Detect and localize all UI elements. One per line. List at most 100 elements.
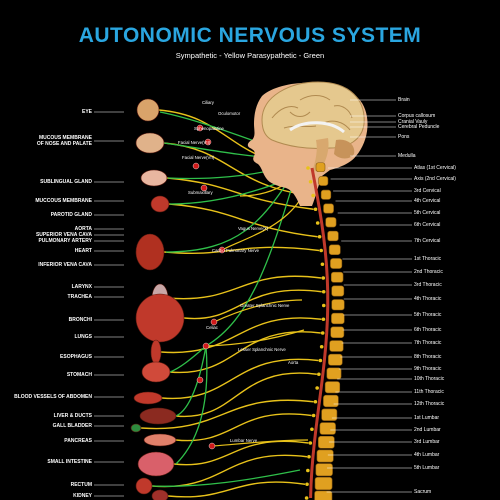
organ-label-blood-vessels-of-abdomen: BLOOD VESSELS OF ABDOMEN bbox=[14, 394, 92, 400]
brain-label-medulla: Medulla bbox=[398, 153, 416, 159]
liver-icon bbox=[139, 407, 177, 425]
vertebra-label-6th-thoracic: 6th Thoracic bbox=[414, 327, 442, 333]
vertebra bbox=[330, 271, 344, 283]
organ-label-superior-vena-cava: SUPERIOR VENA CAVA bbox=[35, 232, 92, 238]
nerve-label-facial-nerve-vii-4: Facial Nerve(VII) bbox=[182, 155, 215, 160]
parasympathetic-nerve bbox=[175, 345, 208, 465]
eye-icon bbox=[136, 98, 160, 122]
vertebra bbox=[328, 244, 341, 256]
sympathetic-nerve bbox=[183, 289, 322, 320]
nerve-label-lesser-splanchnic-nerve-10: Lesser Splanchnic Nerve bbox=[238, 347, 286, 352]
sympathetic-ganglion bbox=[310, 427, 314, 432]
sympathetic-ganglion bbox=[321, 289, 326, 294]
vertebra-label-4th-cervical: 4th Cervical bbox=[414, 198, 441, 204]
brain-label-cerebral-peduncle: Cerebral Peduncle bbox=[398, 124, 440, 130]
sympathetic-ganglion bbox=[315, 386, 319, 390]
brain-label-corpus-callosum: Corpus callosum bbox=[398, 113, 436, 119]
heart-icon bbox=[135, 233, 165, 271]
sympathetic-ganglion bbox=[313, 207, 318, 212]
vertebra bbox=[315, 463, 333, 477]
vertebra-label-10th-thoracic: 10th Thoracic bbox=[414, 376, 445, 382]
spinal-column bbox=[304, 162, 345, 500]
nose-palate-icon bbox=[135, 132, 165, 154]
vertebra-label-7th-thoracic: 7th Thoracic bbox=[414, 340, 442, 346]
vertebra bbox=[323, 394, 339, 408]
organ-label-muccous-membrane: MUCCOUS MEMBRANE bbox=[35, 198, 92, 204]
sympathetic-ganglion bbox=[317, 372, 321, 377]
organ-label-pancreas: PANCREAS bbox=[64, 438, 92, 444]
sympathetic-nerve bbox=[205, 329, 305, 347]
sympathetic-ganglion bbox=[313, 399, 318, 404]
vertebra bbox=[324, 381, 341, 394]
corpus-callosum bbox=[289, 121, 345, 134]
vertebra-label-sacrum: Sacrum bbox=[414, 489, 432, 495]
sympathetic-ganglion bbox=[320, 331, 325, 335]
nerve-label-sphenopalatine-2: Sphenopalatine bbox=[194, 126, 224, 131]
organ-label-pulmonary-artery: PULMONARY ARTERY bbox=[38, 238, 92, 244]
organ-label-mucous-membrane-of-nose-and-palate: MUCOUS MEMBRANE OF NOSE AND PALATE bbox=[36, 135, 92, 147]
vertebra bbox=[315, 162, 326, 173]
esophagus-icon bbox=[150, 339, 162, 365]
parasympathetic-nerve bbox=[169, 345, 207, 373]
vertebra-label-9th-thoracic: 9th Thoracic bbox=[414, 366, 442, 372]
sympathetic-ganglion bbox=[305, 482, 309, 487]
rectum-icon bbox=[135, 477, 153, 495]
ganglia bbox=[192, 124, 226, 450]
vertebra-label-1st-thoracic: 1st Thoracic bbox=[414, 256, 442, 262]
nerve-label-facial-nerve-vii-3: Facial Nerve(VII) bbox=[178, 140, 211, 145]
organ-label-larynx: LARYNX bbox=[71, 284, 92, 290]
ganglion bbox=[202, 342, 210, 350]
parasympathetic-nerve bbox=[175, 345, 207, 417]
sympathetic-nerve bbox=[168, 203, 318, 238]
organ-label-parotid-gland: PAROTID GLAND bbox=[50, 212, 92, 218]
vertebra-label-8th-thoracic: 8th Thoracic bbox=[414, 354, 442, 360]
vertebra bbox=[320, 189, 332, 200]
sympathetic-ganglion bbox=[319, 248, 323, 253]
sympathetic-ganglion bbox=[306, 166, 310, 170]
nerve-network bbox=[140, 109, 322, 498]
vertebra bbox=[326, 367, 342, 380]
sympathetic-nerve bbox=[175, 413, 312, 442]
parotid-gland-icon bbox=[150, 195, 170, 213]
sublingual-gland-icon bbox=[140, 169, 168, 187]
organ-label-sublingual-gland: SUBLINGUAL GLAND bbox=[40, 179, 92, 185]
nerve-label-submaxillary-5: Submaxillary bbox=[188, 190, 213, 195]
organ-label-stomach: STOMACH bbox=[66, 372, 92, 378]
organ-label-lungs: LUNGS bbox=[74, 334, 93, 340]
vertebra-label-7th-cervical: 7th Cervical bbox=[414, 238, 441, 244]
vertebra-label-3rd-thoracic: 3rd Thoracic bbox=[414, 282, 442, 288]
vertebra bbox=[330, 258, 343, 269]
vertebra bbox=[325, 217, 337, 228]
vertebra bbox=[316, 449, 334, 463]
brain-label-pons: Pons bbox=[398, 134, 410, 140]
cerebellum bbox=[334, 139, 355, 159]
sympathetic-ganglion bbox=[311, 413, 316, 418]
organ-icons bbox=[130, 98, 185, 500]
lungs-icon bbox=[135, 293, 185, 343]
nerve-label-celiac-9: Celiac bbox=[206, 325, 218, 330]
vertebra bbox=[331, 299, 345, 311]
vertebra-label-3rd-cervical: 3rd Cervical bbox=[414, 188, 441, 194]
organ-label-aorta: AORTA bbox=[74, 226, 92, 232]
vertebra-label-axis-2nd-cervical: Axis (2nd Cervical) bbox=[414, 176, 456, 182]
vertebra bbox=[331, 312, 345, 325]
poster-subtitle: Sympathetic - Yellow Parasypathetic - Gr… bbox=[175, 51, 325, 60]
sympathetic-ganglion bbox=[306, 468, 310, 473]
vertebra-label-5th-lumbar: 5th Lumbar bbox=[414, 465, 440, 471]
ganglion bbox=[218, 246, 226, 254]
nerve-label-greater-splanchnic-nerve-8: Greater Splanchnic Nerve bbox=[240, 303, 290, 308]
organ-label-bronchi: BRONCHI bbox=[68, 317, 92, 323]
sympathetic-ganglion bbox=[304, 496, 309, 500]
vertebra-label-2nd-lumbar: 2nd Lumbar bbox=[414, 427, 441, 433]
brain-label-brain: Brain bbox=[398, 97, 410, 103]
vertebra bbox=[318, 176, 329, 186]
sympathetic-nerve bbox=[166, 177, 314, 210]
parasympathetic-nerve bbox=[165, 175, 293, 253]
vertebra-label-1st-lumbar: 1st Lumbar bbox=[414, 415, 440, 421]
brain-shape bbox=[261, 81, 365, 149]
sympathetic-nerve bbox=[161, 358, 319, 400]
poster-title: AUTONOMIC NERVOUS SYSTEM bbox=[78, 24, 422, 47]
ganglion bbox=[200, 184, 208, 192]
vertebra bbox=[314, 490, 333, 500]
